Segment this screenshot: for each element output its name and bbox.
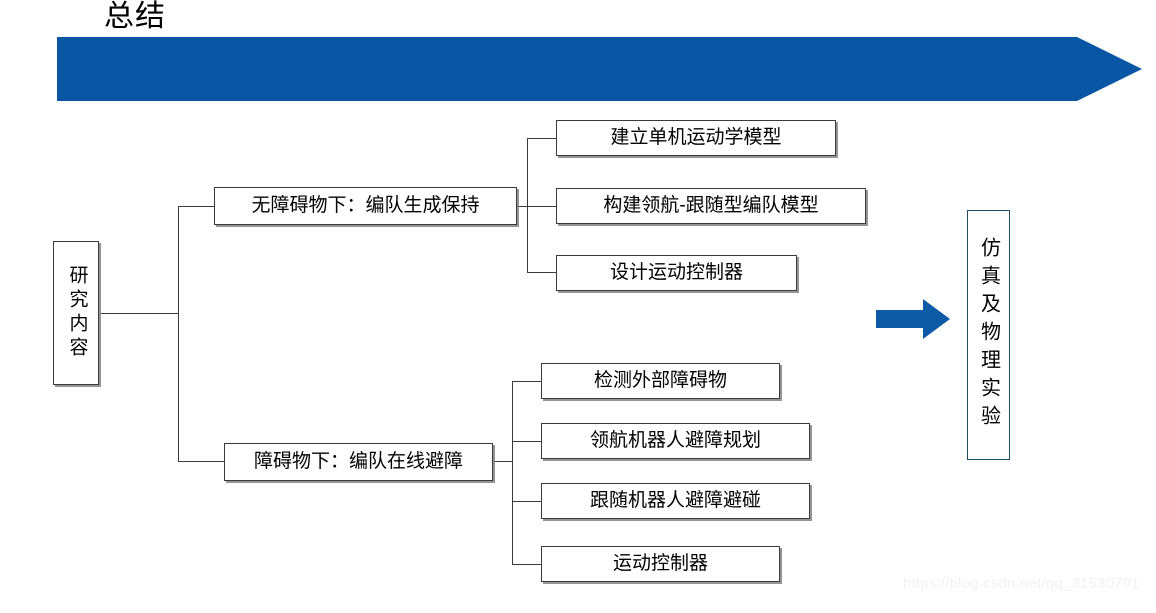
node-outcome-simulation-experiment[interactable]: 仿真及物理实验 [967, 210, 1010, 460]
node-leaf-motion-controller[interactable]: 运动控制器 [541, 546, 780, 582]
node-leaf-motion-controller-design[interactable]: 设计运动控制器 [556, 255, 797, 291]
node-leaf-kinematics-model[interactable]: 建立单机运动学模型 [556, 120, 836, 156]
banner-arrow-shape [57, 37, 1142, 101]
node-leaf-leader-avoidance-planning[interactable]: 领航机器人避障规划 [541, 423, 810, 459]
connector-root-to-spine [101, 313, 179, 314]
connector-main-spine [178, 206, 179, 462]
connector-substem-2-leaf-2 [512, 441, 542, 442]
connector-substem-2-leaf-4 [512, 564, 542, 565]
page-title: 总结 [104, 0, 166, 33]
connector-substem-1-leaf-3 [527, 272, 556, 273]
connector-substem-2-leaf-3 [512, 501, 542, 502]
node-branch-no-obstacle[interactable]: 无障碍物下：编队生成保持 [214, 187, 517, 225]
connector-substem-2-leaf-1 [512, 381, 542, 382]
node-leaf-leader-follower-model[interactable]: 构建领航-跟随型编队模型 [556, 188, 866, 224]
node-leaf-detect-obstacle[interactable]: 检测外部障碍物 [541, 363, 780, 399]
right-arrow-icon [876, 299, 950, 339]
connector-spine-to-branch-2 [178, 461, 224, 462]
node-branch-with-obstacle[interactable]: 障碍物下：编队在线避障 [224, 443, 493, 481]
connector-substem-1-leaf-2 [527, 206, 556, 207]
node-root-research-content[interactable]: 研究内容 [53, 241, 99, 385]
connector-branch-2-to-substem [492, 461, 513, 462]
connector-branch-1-to-substem [517, 206, 528, 207]
connector-substem-1 [527, 138, 528, 273]
watermark-text: https://blog.csdn.net/qq_31530791 [903, 575, 1140, 592]
connector-substem-1-leaf-1 [527, 138, 556, 139]
connector-spine-to-branch-1 [178, 206, 214, 207]
connector-substem-2 [512, 381, 513, 565]
node-leaf-follower-avoidance-collision[interactable]: 跟随机器人避障避碰 [541, 483, 810, 519]
